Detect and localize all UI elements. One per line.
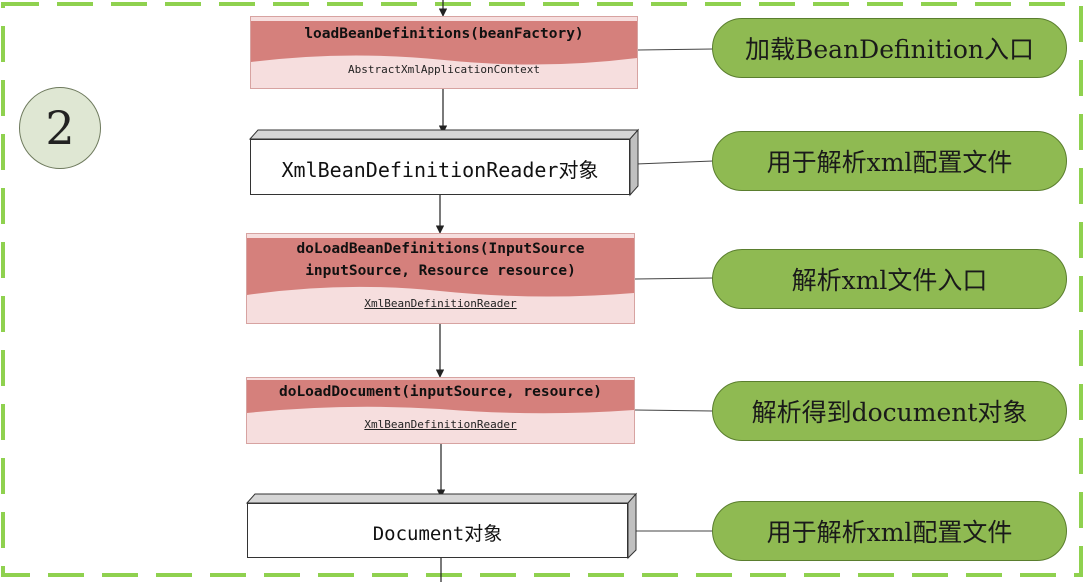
connector-4 [633, 409, 714, 412]
header-wave [247, 281, 634, 297]
callout-get-document: 解析得到document对象 [712, 381, 1067, 441]
method-name-line1: doLoadBeanDefinitions(InputSource [247, 238, 634, 260]
callout-load-entry: 加载BeanDefinition入口 [712, 18, 1067, 78]
callout-parse-xml-config: 用于解析xml配置文件 [712, 131, 1067, 191]
object-box-xml-reader: XmlBeanDefinitionReader对象 [250, 139, 630, 195]
method-owner-link[interactable]: XmlBeanDefinitionReader [364, 418, 517, 431]
method-owner-link[interactable]: XmlBeanDefinitionReader [364, 297, 517, 310]
callout-parse-xml-config-2: 用于解析xml配置文件 [712, 501, 1067, 561]
method-name: doLoadDocument(inputSource, resource) [247, 380, 634, 404]
obj-1-top-face [248, 129, 640, 140]
method-owner: AbstractXmlApplicationContext [347, 63, 541, 76]
obj-1-side-face [629, 128, 639, 197]
method-box-load-bean-definitions: loadBeanDefinitions(beanFactory) Abstrac… [250, 16, 638, 89]
object-label: XmlBeanDefinitionReader对象 [281, 158, 599, 182]
method-box-do-load-document: doLoadDocument(inputSource, resource) Xm… [246, 377, 635, 444]
obj-2-side-face [627, 492, 637, 560]
method-name-line2: inputSource, Resource resource) [247, 260, 634, 282]
object-label: Document对象 [372, 523, 503, 545]
header-wave [247, 403, 634, 414]
method-box-do-load-bean-definitions: doLoadBeanDefinitions(InputSource inputS… [246, 233, 635, 324]
method-name: loadBeanDefinitions(beanFactory) [251, 21, 637, 47]
connector-1 [637, 48, 714, 51]
obj-2-top-face [245, 493, 638, 504]
step-number-badge: 2 [19, 87, 101, 169]
connector-3 [633, 277, 714, 280]
callout-parse-xml-entry: 解析xml文件入口 [712, 249, 1067, 309]
object-box-document: Document对象 [247, 503, 628, 558]
connector-2 [635, 160, 714, 165]
header-wave [251, 46, 637, 65]
